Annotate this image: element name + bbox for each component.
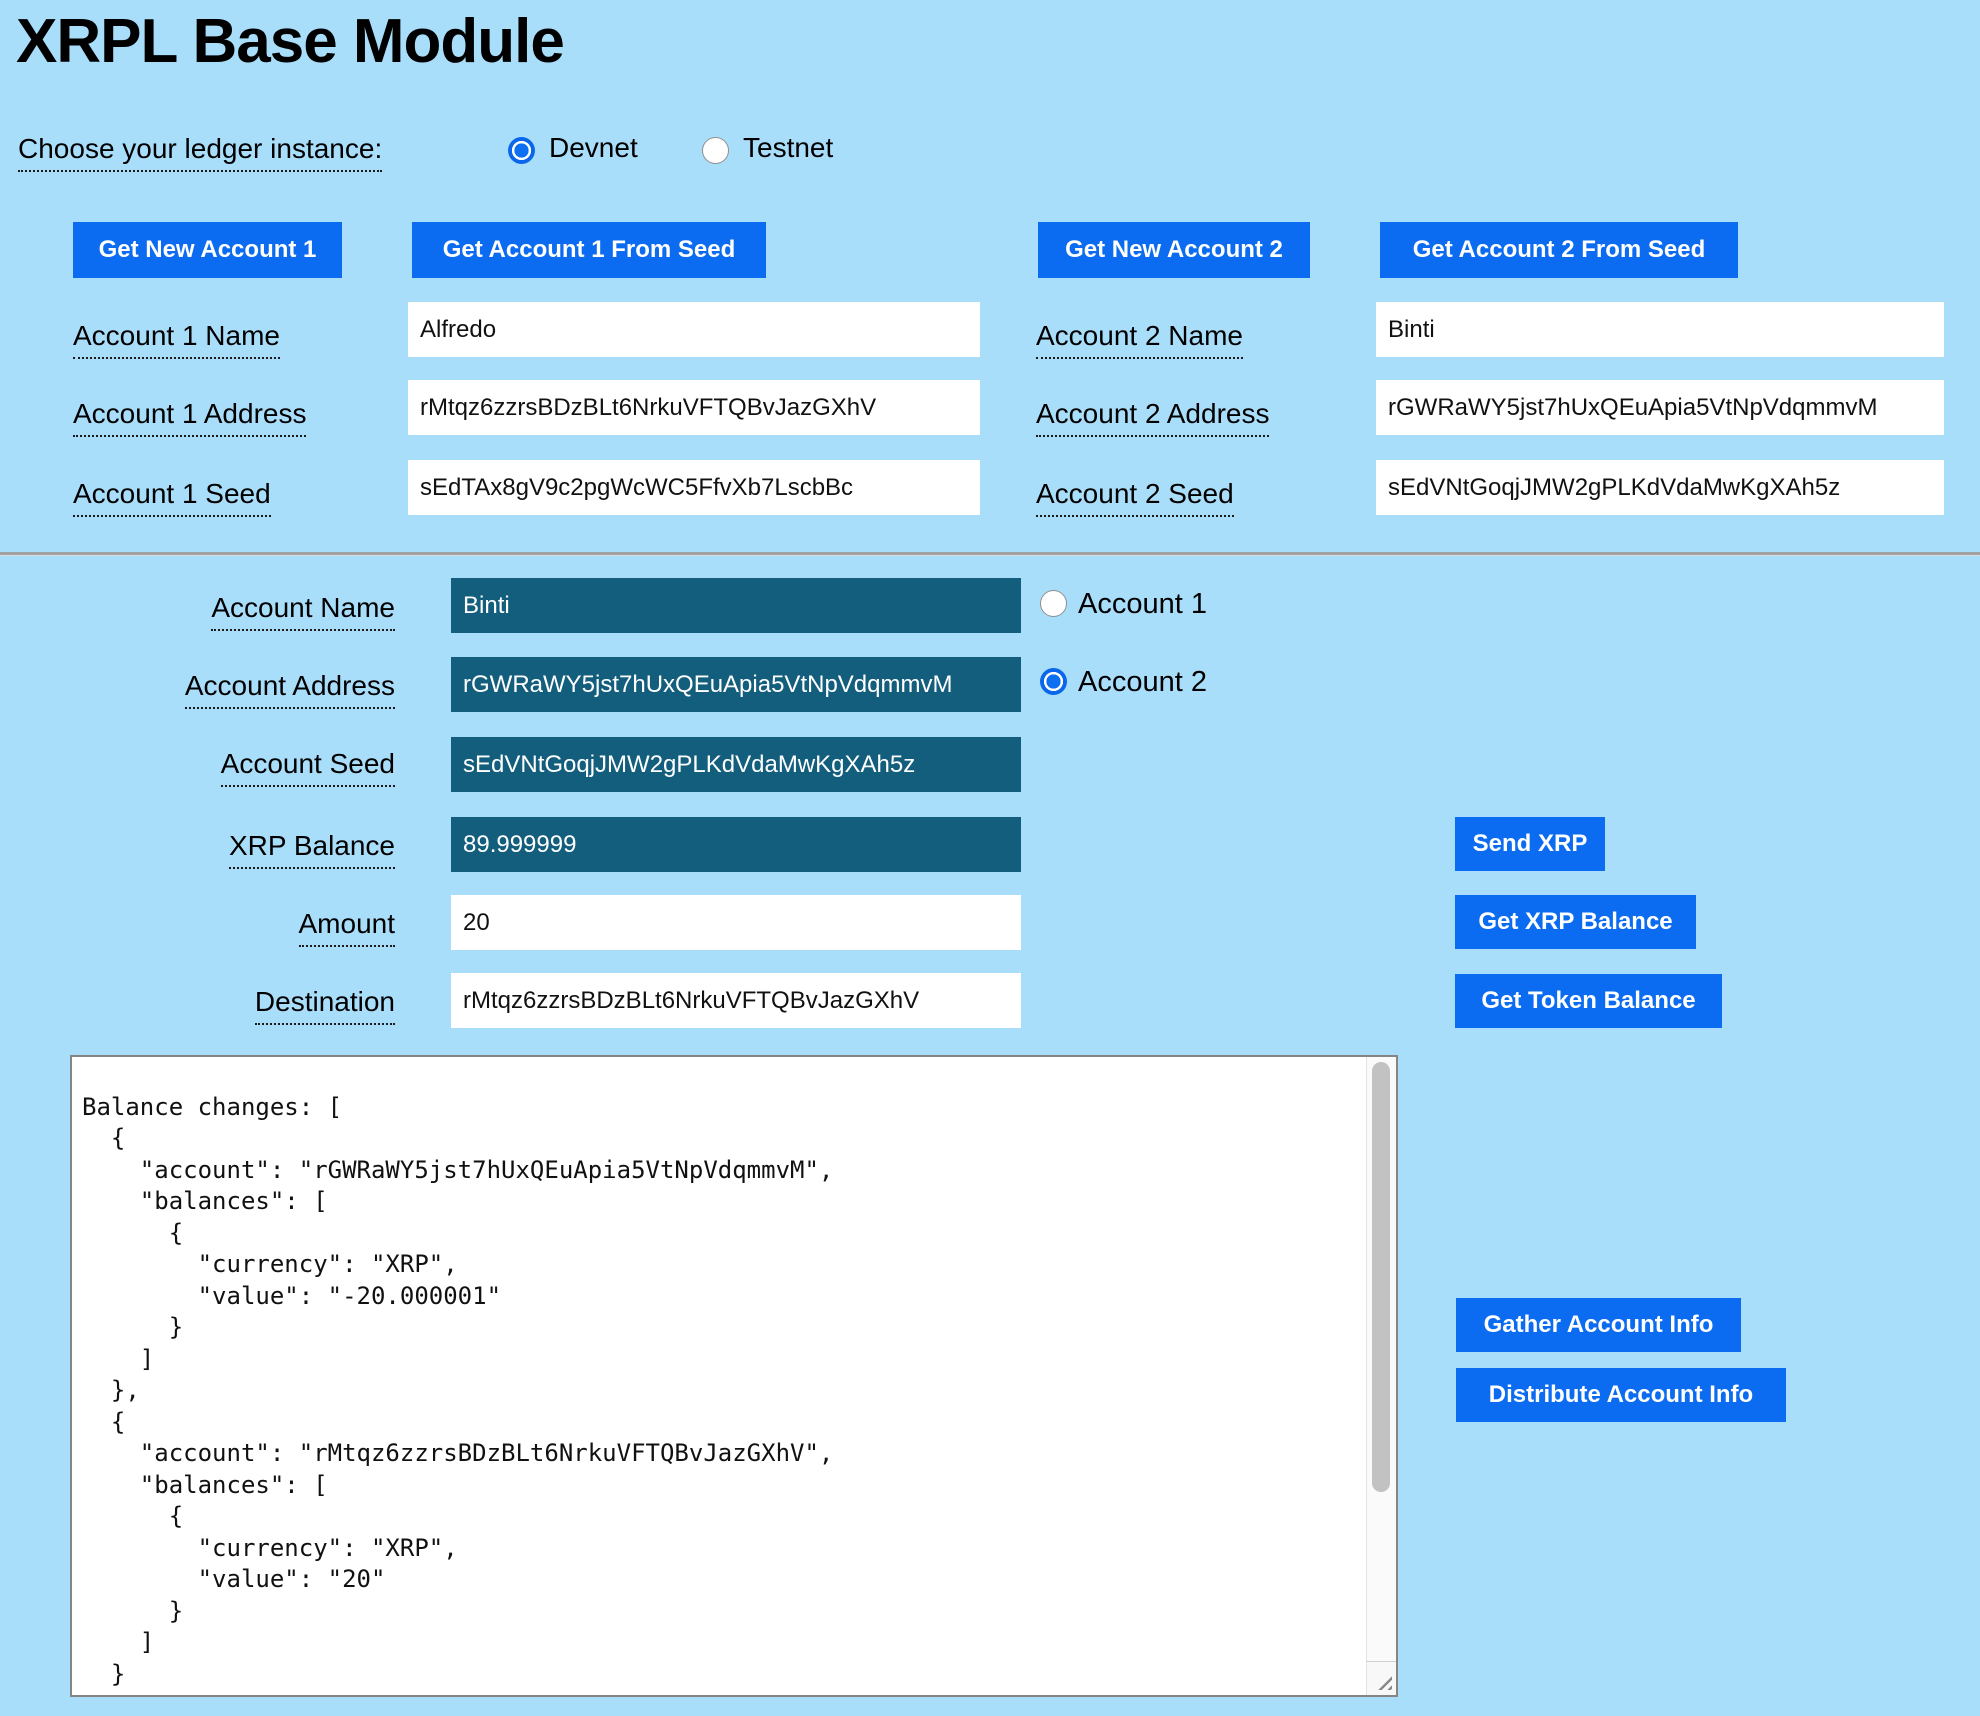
amount-input[interactable] bbox=[451, 895, 1021, 950]
gather-account-info-button[interactable]: Gather Account Info bbox=[1456, 1298, 1741, 1352]
account-seed-label: Account Seed bbox=[220, 748, 395, 787]
distribute-account-info-button[interactable]: Distribute Account Info bbox=[1456, 1368, 1786, 1422]
account1-seed-label: Account 1 Seed bbox=[73, 478, 271, 517]
get-new-account1-button[interactable]: Get New Account 1 bbox=[73, 222, 342, 278]
account2-name-label: Account 2 Name bbox=[1036, 320, 1243, 359]
get-account2-from-seed-button[interactable]: Get Account 2 From Seed bbox=[1380, 222, 1738, 278]
send-xrp-button[interactable]: Send XRP bbox=[1455, 817, 1605, 871]
account1-address-input[interactable] bbox=[408, 380, 980, 435]
page-title: XRPL Base Module bbox=[16, 7, 565, 76]
account1-select-label: Account 1 bbox=[1078, 588, 1207, 620]
account-address-label: Account Address bbox=[184, 670, 395, 709]
account-seed-field[interactable] bbox=[451, 737, 1021, 792]
scrollbar-thumb[interactable] bbox=[1372, 1062, 1390, 1492]
account1-address-label: Account 1 Address bbox=[73, 398, 307, 437]
xrp-balance-field[interactable] bbox=[451, 817, 1021, 872]
testnet-radio[interactable] bbox=[702, 137, 729, 164]
account2-seed-input[interactable] bbox=[1376, 460, 1944, 515]
account2-select-label: Account 2 bbox=[1078, 666, 1207, 698]
get-account1-from-seed-button[interactable]: Get Account 1 From Seed bbox=[412, 222, 766, 278]
account-name-field[interactable] bbox=[451, 578, 1021, 633]
get-token-balance-button[interactable]: Get Token Balance bbox=[1455, 974, 1722, 1028]
xrp-balance-label: XRP Balance bbox=[228, 830, 395, 869]
devnet-radio-label: Devnet bbox=[549, 132, 638, 163]
ledger-instance-label: Choose your ledger instance: bbox=[18, 133, 383, 172]
account1-select-radio[interactable] bbox=[1040, 590, 1067, 617]
get-new-account2-button[interactable]: Get New Account 2 bbox=[1038, 222, 1310, 278]
get-xrp-balance-button[interactable]: Get XRP Balance bbox=[1455, 895, 1696, 949]
amount-label: Amount bbox=[298, 908, 395, 947]
devnet-radio[interactable] bbox=[508, 137, 535, 164]
account1-name-input[interactable] bbox=[408, 302, 980, 357]
scrollbar-track[interactable] bbox=[1366, 1057, 1396, 1661]
destination-input[interactable] bbox=[451, 973, 1021, 1028]
resize-handle-icon[interactable] bbox=[1366, 1661, 1396, 1695]
results-text: Balance changes: [ { "account": "rGWRaWY… bbox=[82, 1092, 834, 1688]
results-textarea[interactable]: Balance changes: [ { "account": "rGWRaWY… bbox=[70, 1055, 1398, 1697]
section-divider bbox=[0, 552, 1980, 556]
account1-name-label: Account 1 Name bbox=[73, 320, 280, 359]
account-address-field[interactable] bbox=[451, 657, 1021, 712]
testnet-radio-label: Testnet bbox=[743, 132, 834, 163]
account2-seed-label: Account 2 Seed bbox=[1036, 478, 1234, 517]
destination-label: Destination bbox=[254, 986, 395, 1025]
account-name-label: Account Name bbox=[211, 592, 395, 631]
account2-select-radio[interactable] bbox=[1040, 668, 1067, 695]
account2-name-input[interactable] bbox=[1376, 302, 1944, 357]
account1-seed-input[interactable] bbox=[408, 460, 980, 515]
account2-address-input[interactable] bbox=[1376, 380, 1944, 435]
account2-address-label: Account 2 Address bbox=[1036, 398, 1270, 437]
